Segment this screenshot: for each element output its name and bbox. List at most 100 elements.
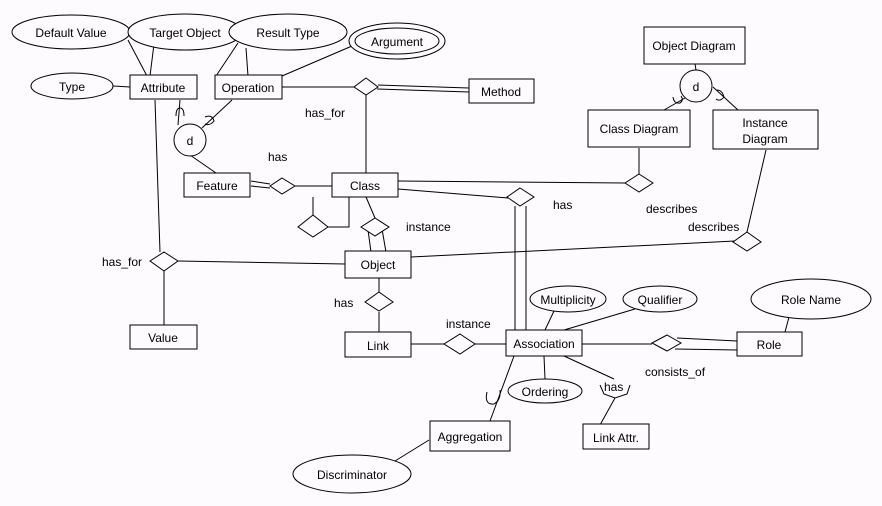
edge-association-ordering xyxy=(543,355,546,380)
edge-qualifier-association xyxy=(563,308,636,331)
entity-feature-label: Feature xyxy=(196,179,238,193)
entities: Attribute Operation Method Feature Class… xyxy=(129,26,819,452)
attribute-target-object-label: Target Object xyxy=(149,26,221,40)
edge-defaultvalue-attribute xyxy=(127,39,148,77)
entity-attribute[interactable]: Attribute xyxy=(129,74,198,100)
entity-instance-diagram-label-2: Diagram xyxy=(742,132,787,146)
entity-operation-label: Operation xyxy=(222,81,275,95)
relationship-has-feature[interactable] xyxy=(269,177,296,195)
edge-operation-d xyxy=(201,99,233,129)
specializations: d d xyxy=(173,69,713,157)
relationship-describes-class[interactable] xyxy=(624,173,654,193)
edge-rolename-role xyxy=(784,316,790,333)
edge-association-aggregation xyxy=(489,355,515,422)
entity-aggregation-label: Aggregation xyxy=(438,430,503,444)
entity-object-diagram-label: Object Diagram xyxy=(652,39,735,53)
relationship-describes-instance[interactable] xyxy=(732,231,762,252)
entity-operation[interactable]: Operation xyxy=(214,74,283,100)
attribute-role-name[interactable]: Role Name xyxy=(750,278,872,320)
entity-value-label: Value xyxy=(148,331,178,345)
edge-instance-object-a xyxy=(367,229,372,253)
edge-hasfor-method-b xyxy=(376,88,470,93)
entity-instance-diagram[interactable]: Instance Diagram xyxy=(712,109,819,150)
attribute-discriminator[interactable]: Discriminator xyxy=(292,454,412,494)
attribute-multiplicity-label: Multiplicity xyxy=(540,293,595,307)
edge-attribute-d xyxy=(177,99,181,126)
edge-d-instancediagram xyxy=(712,86,739,111)
specialization-feature-label: d xyxy=(187,134,194,148)
relationship-has-association[interactable] xyxy=(506,187,535,207)
entity-association[interactable]: Association xyxy=(505,329,583,357)
attribute-argument-label: Argument xyxy=(371,35,424,49)
edge-association-has-linkattr xyxy=(563,355,615,380)
entity-association-label: Association xyxy=(513,337,574,351)
edge-class-recursive-b xyxy=(328,197,350,228)
attribute-argument[interactable]: Argument xyxy=(348,22,446,60)
entity-role[interactable]: Role xyxy=(736,331,803,357)
attribute-result-type-label: Result Type xyxy=(256,26,319,40)
attributes: Default Value Target Object Result Type … xyxy=(11,13,872,494)
subset-symbol-instancediagram xyxy=(715,89,725,101)
relationship-labels: has_for has has_for instance has describ… xyxy=(102,106,739,394)
relationship-consists-of[interactable] xyxy=(650,334,683,352)
entity-link-attr-label: Link Attr. xyxy=(593,431,639,445)
attribute-qualifier[interactable]: Qualifier xyxy=(622,285,698,313)
entity-object-diagram[interactable]: Object Diagram xyxy=(643,26,746,65)
attribute-ordering[interactable]: Ordering xyxy=(507,378,583,404)
label-has-link: has xyxy=(334,296,353,310)
relationship-has-link[interactable] xyxy=(364,291,394,312)
edge-feature-has-b xyxy=(250,185,271,189)
edge-hasfor-method-a xyxy=(377,84,470,89)
entity-class-diagram-label: Class Diagram xyxy=(600,122,679,136)
specialization-object-diagram[interactable]: d xyxy=(679,69,713,103)
entity-value[interactable]: Value xyxy=(129,324,198,350)
specialization-feature[interactable]: d xyxy=(173,123,207,157)
entity-attribute-label: Attribute xyxy=(141,81,186,95)
entity-link-label: Link xyxy=(367,339,390,353)
entity-class-label: Class xyxy=(350,179,380,193)
relationship-instance-object[interactable] xyxy=(360,217,390,237)
entity-feature[interactable]: Feature xyxy=(183,172,251,198)
entity-object-label: Object xyxy=(361,258,396,272)
connectors xyxy=(112,35,790,462)
entity-class-diagram[interactable]: Class Diagram xyxy=(587,109,691,148)
attribute-default-value[interactable]: Default Value xyxy=(11,14,131,50)
edge-class-describes xyxy=(397,180,626,184)
label-instance-object: instance xyxy=(406,220,451,234)
entity-link-attr[interactable]: Link Attr. xyxy=(582,423,650,450)
attribute-result-type[interactable]: Result Type xyxy=(228,13,348,51)
relationship-instance-link[interactable] xyxy=(443,333,476,355)
entity-method[interactable]: Method xyxy=(468,78,535,104)
attribute-multiplicity[interactable]: Multiplicity xyxy=(529,285,607,313)
edge-consistsof-role-a xyxy=(676,337,738,342)
edge-resulttype-operation-a xyxy=(215,42,239,77)
label-has-feature: has xyxy=(268,150,287,164)
attribute-type-label: Type xyxy=(59,80,85,94)
relationship-has-for-method[interactable] xyxy=(353,77,379,96)
label-instance-link: instance xyxy=(446,317,491,331)
attribute-target-object[interactable]: Target Object xyxy=(127,13,243,51)
edge-attribute-hasfor-value xyxy=(154,99,161,253)
subset-symbols xyxy=(175,89,725,405)
label-has-for-value: has_for xyxy=(102,255,142,269)
relationship-class-recursive[interactable] xyxy=(297,214,329,238)
edge-multiplicity-association xyxy=(544,310,555,331)
attribute-type[interactable]: Type xyxy=(30,72,114,100)
entity-class[interactable]: Class xyxy=(331,172,399,198)
entity-link[interactable]: Link xyxy=(344,331,412,358)
edge-aggregation-discriminator xyxy=(394,439,430,462)
entity-method-label: Method xyxy=(481,85,521,99)
edge-consistsof-role-b xyxy=(674,348,738,351)
attribute-qualifier-label: Qualifier xyxy=(638,293,683,307)
relationship-has-linkattr-shape xyxy=(599,384,631,399)
attribute-role-name-label: Role Name xyxy=(781,293,841,307)
attribute-default-value-label: Default Value xyxy=(35,26,106,40)
entity-object[interactable]: Object xyxy=(344,250,412,279)
attribute-ordering-label: Ordering xyxy=(522,385,569,399)
relationships xyxy=(149,77,762,399)
edge-class-instance xyxy=(365,196,376,219)
edge-class-has-association xyxy=(397,188,509,199)
entity-aggregation[interactable]: Aggregation xyxy=(429,420,511,452)
relationship-has-for-value[interactable] xyxy=(149,251,179,272)
